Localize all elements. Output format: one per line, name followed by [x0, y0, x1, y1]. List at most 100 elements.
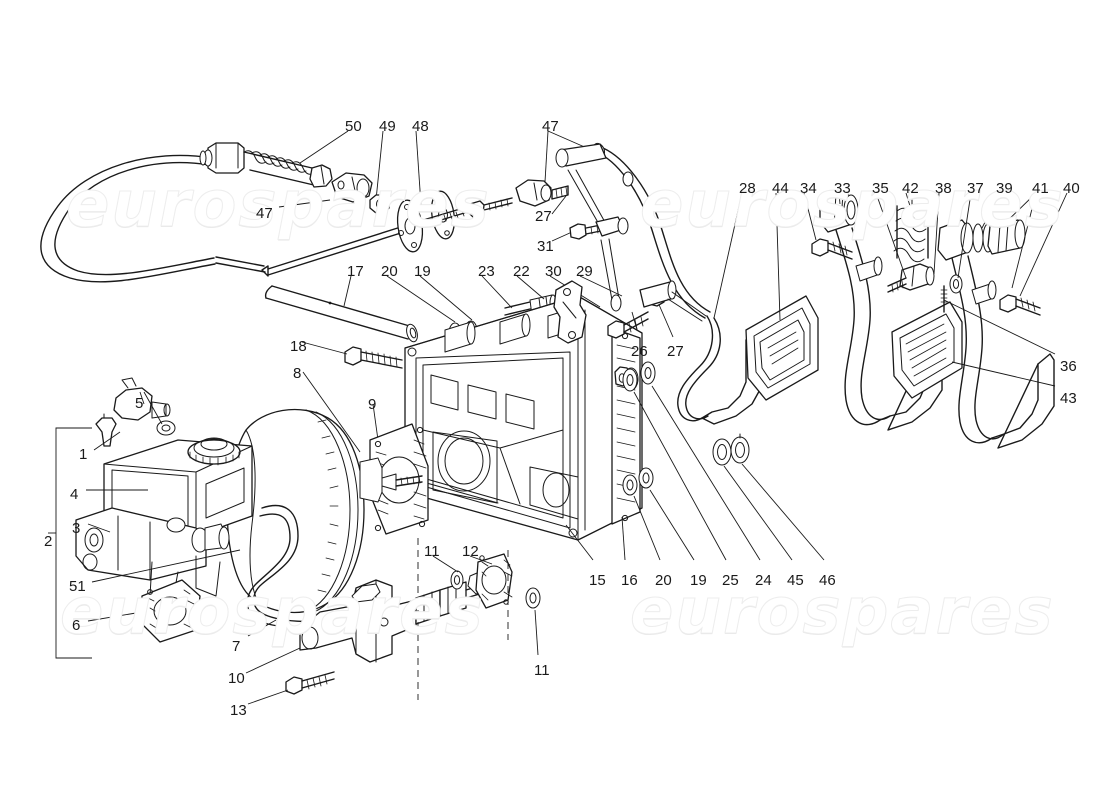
callout-number-39: 39 — [996, 180, 1013, 197]
callout-number-8: 8 — [293, 365, 302, 382]
callout-number-18: 18 — [290, 338, 307, 355]
bolt-34 — [811, 238, 853, 260]
pedal-pad-44 — [745, 295, 819, 401]
washer-20b — [622, 474, 638, 496]
flange-plate-48-b — [430, 190, 456, 240]
callout-number-23: 23 — [478, 263, 495, 280]
callout-number-43: 43 — [1060, 390, 1077, 407]
callout-number-26: 26 — [631, 343, 648, 360]
callout-number-1: 1 — [79, 446, 88, 463]
cable-fitting-47b — [515, 179, 569, 207]
callout-number-20: 20 — [381, 263, 398, 280]
callout-number-51: 51 — [69, 578, 86, 595]
callout-number-28: 28 — [739, 180, 756, 197]
callout-number-25: 25 — [722, 572, 739, 589]
callout-number-37: 37 — [967, 180, 984, 197]
return-spring-42 — [893, 199, 929, 263]
cable-nut-49 — [369, 194, 390, 214]
bolt-18 — [344, 346, 403, 369]
washer-24 — [640, 361, 656, 385]
callout-number-33: 33 — [834, 180, 851, 197]
callout-number-7: 7 — [232, 638, 241, 655]
brake-booster-8 — [226, 408, 423, 614]
bolt-13 — [285, 671, 335, 695]
callout-number-49: 49 — [379, 118, 396, 135]
washer-25 — [622, 368, 638, 392]
callout-number-22: 22 — [513, 263, 530, 280]
leader-lines-pedals — [713, 192, 1068, 387]
clevis-fork-35 — [887, 263, 935, 293]
gasket-12 — [475, 553, 513, 609]
washer-11a — [450, 570, 464, 590]
fluid-reservoir-4 — [75, 437, 253, 605]
callout-number-11: 11 — [534, 662, 550, 679]
callout-number-24: 24 — [755, 572, 772, 589]
callout-number-47: 47 — [542, 118, 559, 135]
bleed-nipple-1 — [95, 413, 117, 447]
flange-plate-48-a — [396, 199, 424, 253]
leader-lines-cable — [278, 130, 597, 242]
threaded-rod — [419, 197, 513, 227]
group-bracket-2 — [48, 427, 92, 659]
callout-number-42: 42 — [902, 180, 919, 197]
leader-lines-left — [86, 431, 277, 637]
clutch-master-cylinder-10 — [285, 553, 541, 695]
callout-number-44: 44 — [772, 180, 789, 197]
callout-number-10: 10 — [228, 670, 245, 687]
callout-number-27: 27 — [667, 343, 684, 360]
callout-number-20: 20 — [655, 572, 672, 589]
callout-number-50: 50 — [345, 118, 362, 135]
cable-end-fitting-47 — [331, 172, 373, 203]
fluid-level-switch-5 — [113, 377, 176, 436]
callout-number-29: 29 — [576, 263, 593, 280]
callout-number-46: 46 — [819, 572, 836, 589]
callout-number-11: 11 — [424, 543, 440, 560]
washer-37 — [949, 274, 963, 294]
circlip-45 — [712, 438, 732, 466]
callout-number-19: 19 — [690, 572, 707, 589]
accelerator-cable-assembly — [40, 142, 621, 283]
callout-number-38: 38 — [935, 180, 952, 197]
callout-number-40: 40 — [1063, 180, 1080, 197]
callout-number-34: 34 — [800, 180, 817, 197]
callout-number-12: 12 — [462, 543, 479, 560]
reservoir-cap — [187, 437, 241, 466]
bolt-26 — [607, 311, 649, 339]
callout-number-48: 48 — [412, 118, 429, 135]
callout-number-5: 5 — [135, 395, 144, 412]
callout-number-15: 15 — [589, 572, 606, 589]
callout-number-45: 45 — [787, 572, 804, 589]
cable-spring — [243, 150, 319, 187]
washer-11b — [525, 587, 541, 609]
brake-pedal-33 — [811, 191, 963, 431]
right-hardware-stack — [622, 361, 750, 496]
callout-number-2: 2 — [44, 533, 53, 550]
callout-number-3: 3 — [72, 520, 81, 537]
washer-19b — [638, 467, 654, 489]
gasket-6 — [139, 579, 201, 643]
callout-number-35: 35 — [872, 180, 889, 197]
pedal-pad-43 — [891, 301, 963, 399]
callout-number-27: 27 — [535, 208, 552, 225]
callout-number-16: 16 — [621, 572, 638, 589]
callout-number-6: 6 — [72, 617, 81, 634]
clutch-pedal-36 — [937, 219, 1055, 449]
accelerator-pedal-28 — [677, 295, 819, 425]
callout-number-30: 30 — [545, 263, 562, 280]
callout-number-41: 41 — [1032, 180, 1049, 197]
callout-number-4: 4 — [70, 486, 79, 503]
callout-number-31: 31 — [537, 238, 554, 255]
callout-number-47: 47 — [256, 205, 273, 222]
leader-lines-bottom — [565, 385, 825, 561]
leader-lines-lower — [245, 538, 539, 705]
circlip-46 — [730, 433, 750, 464]
callout-number-17: 17 — [347, 263, 364, 280]
callout-number-9: 9 — [368, 396, 377, 413]
accelerator-linkage-arm — [555, 142, 711, 322]
callout-number-36: 36 — [1060, 358, 1077, 375]
pedal-box-housing-15 — [404, 295, 643, 541]
bolt-40 — [999, 294, 1041, 316]
callout-number-13: 13 — [230, 702, 247, 719]
